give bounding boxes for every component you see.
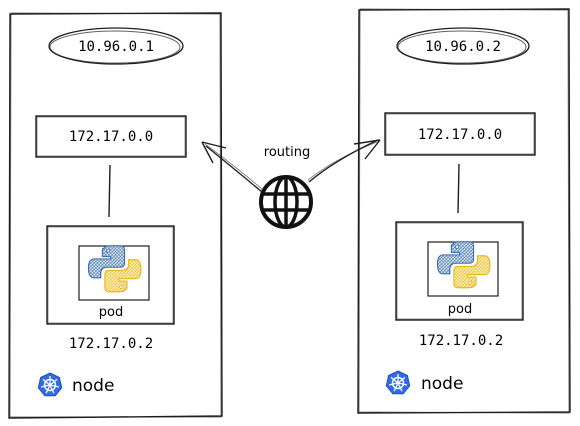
routing-label: routing bbox=[264, 145, 310, 160]
bridge-ip-label: 172.17.0.0 bbox=[418, 127, 502, 143]
connector-line bbox=[108, 164, 111, 218]
pod-ip-label: 172.17.0.2 bbox=[419, 333, 503, 349]
bridge-ip-box-left: 172.17.0.0 bbox=[35, 115, 187, 158]
node-label: node bbox=[72, 376, 114, 396]
globe-icon bbox=[259, 175, 313, 229]
kubernetes-icon bbox=[385, 370, 411, 395]
bridge-ip-label: 172.17.0.0 bbox=[69, 129, 153, 145]
pod-label: pod bbox=[99, 305, 123, 320]
node-right: 10.96.0.2 172.17.0.0 pod 172.17.0.2 node bbox=[357, 8, 571, 414]
service-ip-ellipse-left: 10.96.0.1 bbox=[48, 27, 184, 65]
routing-arrow-left bbox=[201, 141, 264, 193]
bridge-ip-box-right: 172.17.0.0 bbox=[384, 112, 536, 156]
pod-label: pod bbox=[448, 302, 472, 317]
pod-ip-label: 172.17.0.2 bbox=[69, 336, 153, 352]
node-left: 10.96.0.1 172.17.0.0 pod 172.17.0.2 node bbox=[8, 12, 223, 419]
connector-line bbox=[457, 163, 460, 214]
routing-group: routing bbox=[201, 139, 381, 229]
pod-box-left: pod bbox=[46, 225, 175, 325]
service-ip-ellipse-right: 10.96.0.2 bbox=[396, 27, 530, 65]
node-label: node bbox=[421, 374, 463, 394]
service-ip-label: 10.96.0.1 bbox=[78, 39, 154, 55]
python-logo-icon bbox=[436, 241, 491, 289]
python-logo-icon bbox=[87, 245, 142, 293]
service-ip-label: 10.96.0.2 bbox=[425, 39, 501, 55]
kubernetes-icon bbox=[37, 372, 63, 397]
routing-arrow-right bbox=[307, 139, 381, 183]
pod-box-right: pod bbox=[395, 221, 524, 321]
